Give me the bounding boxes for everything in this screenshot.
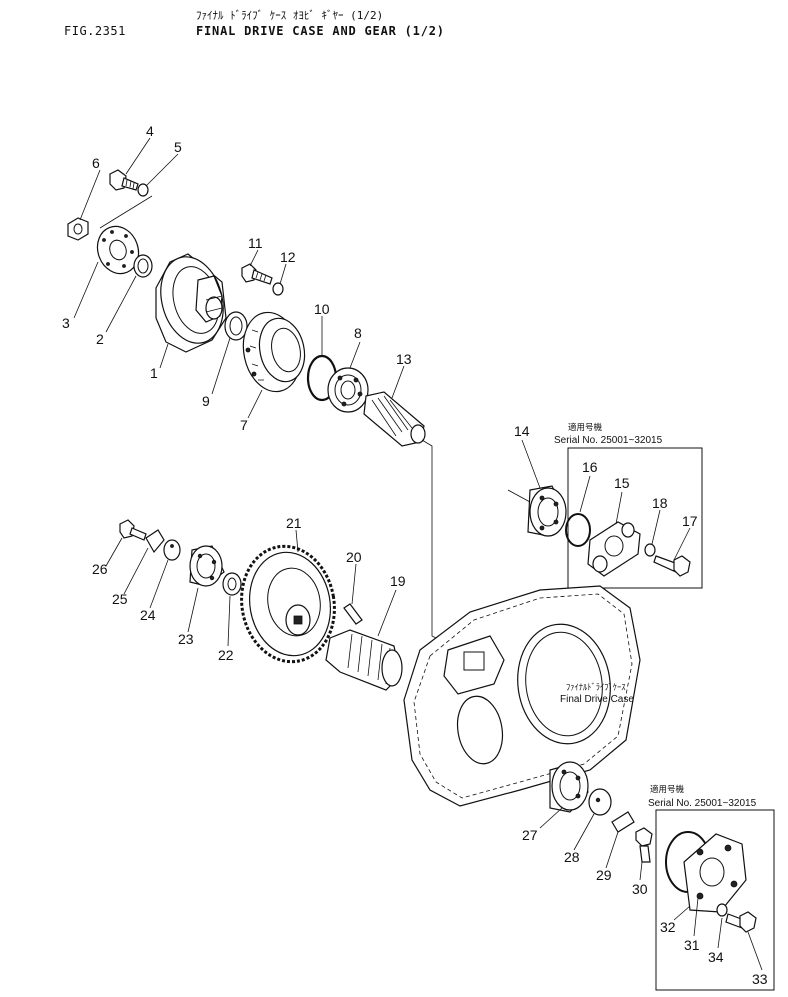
part-27-bearing: [549, 761, 589, 813]
title-kana: ﾌｧｲﾅﾙ ﾄﾞﾗｲﾌﾞ ｹｰｽ ｵﾖﾋﾞ ｷﾞﾔｰ (1/2): [196, 9, 384, 22]
part-4-bolt: [109, 169, 139, 191]
part-9-seal: [224, 311, 248, 341]
callout-19: 19: [390, 573, 406, 589]
callout-13: 13: [396, 351, 412, 367]
part-21-gear: [240, 544, 336, 664]
callout-23: 23: [178, 631, 194, 647]
figure-title: FINAL DRIVE CASE AND GEAR (1/2): [196, 24, 445, 38]
callout-20: 20: [346, 549, 362, 565]
callout-21: 21: [286, 515, 302, 531]
assembly-leader-line: [421, 439, 449, 645]
figure-number: FIG.2351: [64, 24, 126, 38]
callout-30: 30: [632, 881, 648, 897]
callout-32: 32: [660, 919, 676, 935]
leader-lines: [73, 137, 763, 971]
part-5-washer: [137, 183, 149, 197]
part-33-bolt: [725, 911, 757, 933]
part-1-cover: [155, 253, 227, 353]
callout-27: 27: [522, 827, 538, 843]
callout-33: 33: [752, 971, 768, 987]
part-22-spacer: [222, 572, 242, 596]
part-7-cage: [242, 311, 306, 393]
part-16-seal: [565, 513, 591, 547]
callout-14: 14: [514, 423, 530, 439]
part-26-bolt: [119, 519, 147, 541]
callout-12: 12: [280, 249, 296, 265]
callout-labels: 1 2 3 4 5 6 7 8 9 10 11 12 13 14 15 16 1…: [62, 123, 768, 987]
part-29-lock-plate: [611, 811, 635, 833]
part-20-key: [343, 603, 363, 625]
serial-box-1-label: Serial No. 25001~32015: [554, 435, 663, 446]
part-30-bolt: [635, 827, 653, 863]
callout-4: 4: [146, 123, 154, 139]
part-11-bolt: [241, 263, 273, 285]
callout-29: 29: [596, 867, 612, 883]
callout-10: 10: [314, 301, 330, 317]
part-18-washer: [644, 543, 656, 557]
callout-6: 6: [92, 155, 100, 171]
callout-8: 8: [354, 325, 362, 341]
final-drive-case: [403, 585, 641, 807]
part-8-bearing: [327, 367, 369, 413]
part-31-cover: [683, 833, 747, 913]
callout-16: 16: [582, 459, 598, 475]
callout-18: 18: [652, 495, 668, 511]
callout-34: 34: [708, 949, 724, 965]
assembly-leader-line: [507, 489, 531, 503]
part-17-bolt: [653, 555, 691, 577]
part-25-lock-plate: [145, 529, 165, 554]
case-label: Final Drive Case: [560, 694, 634, 705]
callout-1: 1: [150, 365, 158, 381]
callout-2: 2: [96, 331, 104, 347]
part-2-seal-ring: [133, 254, 153, 278]
callout-9: 9: [202, 393, 210, 409]
part-28-plate: [588, 788, 612, 816]
callout-25: 25: [112, 591, 128, 607]
part-12-washer: [272, 282, 284, 296]
serial-box-1: [567, 447, 703, 589]
callout-15: 15: [614, 475, 630, 491]
callout-7: 7: [240, 417, 248, 433]
part-19-pinion: [325, 629, 403, 691]
part-23-bearing: [189, 545, 225, 587]
callout-3: 3: [62, 315, 70, 331]
callout-22: 22: [218, 647, 234, 663]
part-34-washer: [716, 903, 728, 917]
callout-5: 5: [174, 139, 182, 155]
case-label-jp: ﾌｧｲﾅﾙﾄﾞﾗｲﾌﾞｹｰｽ: [566, 683, 626, 693]
callout-31: 31: [684, 937, 700, 953]
callout-28: 28: [564, 849, 580, 865]
callout-26: 26: [92, 561, 108, 577]
serial-box-2: [655, 809, 775, 991]
serial-box-2-label: Serial No. 25001~32015: [648, 798, 757, 809]
part-24-plate: [163, 539, 181, 561]
serial-box-2-label-jp: 適用号機: [650, 784, 685, 795]
part-13-pinion-shaft: [363, 391, 426, 447]
callout-11: 11: [248, 235, 263, 251]
serial-box-1-label-jp: 適用号機: [568, 422, 603, 433]
part-6-nut: [67, 217, 89, 241]
part-15-retainer: [587, 521, 641, 577]
callout-24: 24: [140, 607, 156, 623]
part-3-plate: [96, 225, 140, 275]
part-14-bearing: [527, 485, 567, 537]
callout-17: 17: [682, 513, 698, 529]
